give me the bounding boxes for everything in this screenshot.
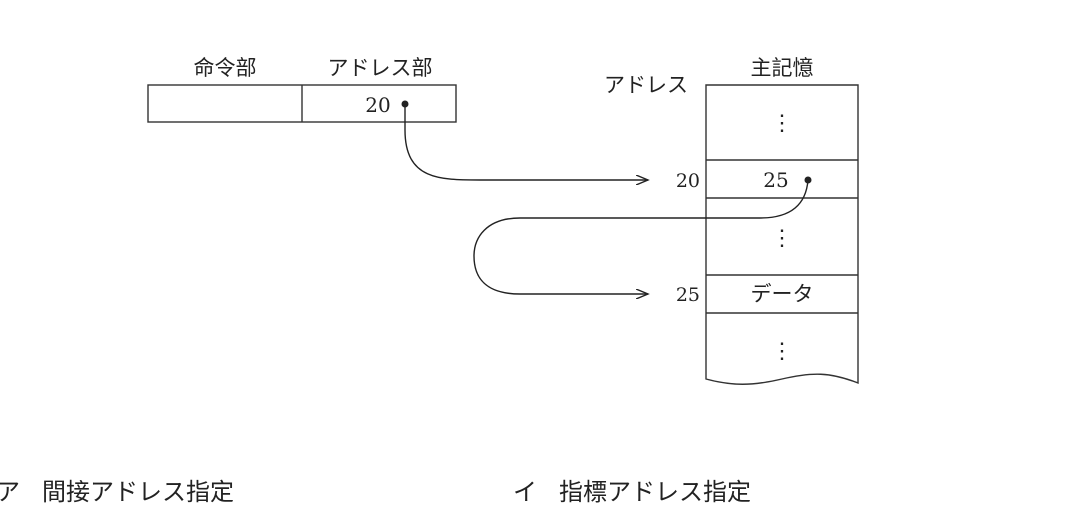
memory-outline <box>705 84 859 385</box>
answer-option-a-text: 間接アドレス指定 <box>42 478 234 506</box>
address-column-label: アドレス部 <box>328 56 433 80</box>
pointer-arrow-to-address-20 <box>404 104 648 180</box>
memory-ellipsis: ⋮ <box>771 111 793 136</box>
memory-address-25-label: 25 <box>676 284 700 306</box>
answer-option-a[interactable]: ア間接アドレス指定 <box>0 472 234 507</box>
memory-address-heading: アドレス <box>604 73 688 97</box>
memory-address-20-label: 20 <box>676 170 700 192</box>
answer-option-a-letter: ア <box>0 478 20 506</box>
memory-ellipsis: ⋮ <box>771 339 793 364</box>
answer-option-i-text: 指標アドレス指定 <box>559 478 751 506</box>
answer-option-i[interactable]: イ指標アドレス指定 <box>513 472 751 507</box>
memory-ellipsis: ⋮ <box>771 226 793 251</box>
memory-title: 主記憶 <box>751 56 814 80</box>
instruction-address-value: 20 <box>365 93 390 117</box>
opcode-column-label: 命令部 <box>194 56 257 80</box>
memory-cell-25-content: データ <box>751 282 814 306</box>
answer-option-i-letter: イ <box>513 478 537 506</box>
memory-cell-20-content: 25 <box>763 168 788 192</box>
pointer-arrow-to-address-25 <box>473 179 809 294</box>
